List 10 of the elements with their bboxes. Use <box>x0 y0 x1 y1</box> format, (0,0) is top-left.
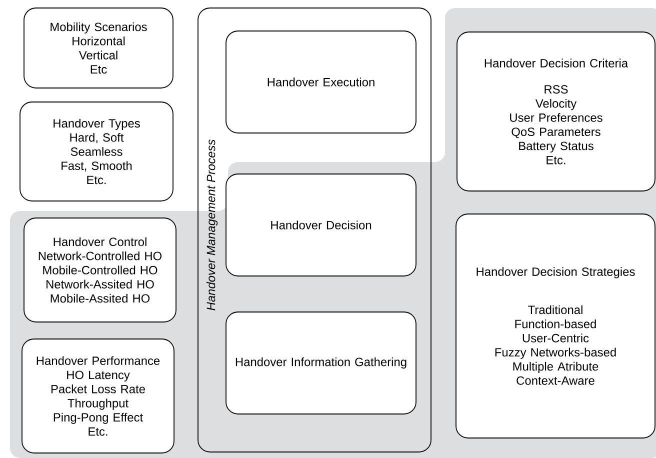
stage-box: Handover Execution <box>226 30 416 134</box>
text-box: Handover Types Hard, Soft Seamless Fast, Smooth Etc. <box>20 102 174 202</box>
stage-box: Handover Decision <box>226 174 416 276</box>
process-title: Handover Management Process <box>206 140 218 310</box>
text-box: Handover Control Network-Controlled HO Mobile-Controlled HO Network-Assited HO Mobile-Assited HO <box>24 218 176 322</box>
text-box: Handover Decision Strategies Traditional Function-based User-Centric Fuzzy Networks-based Multiple Atribute Context-Aware <box>456 214 656 438</box>
stage-box: Handover Information Gathering <box>226 312 416 414</box>
text-box: Handover Performance HO Latency Packet Loss Rate Throughput Ping-Pong Effect Etc. <box>22 338 174 454</box>
text-box: Handover Decision Criteria RSS Velocity User Preferences QoS Parameters Battery Status Etc. <box>456 32 656 192</box>
text-box: Mobility Scenarios Horizontal Vertical Etc <box>24 8 174 88</box>
